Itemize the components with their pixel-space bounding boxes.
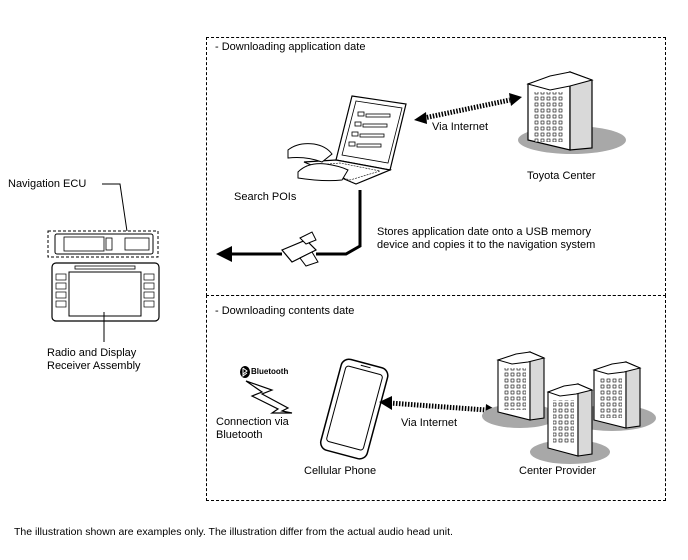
- bluetooth-logo-icon: [240, 366, 250, 378]
- laptop-illustration: [287, 95, 407, 185]
- radio-display-label-line1: Radio and Display: [47, 347, 137, 359]
- center-provider-label: Center Provider: [519, 465, 597, 477]
- cellular-phone-label: Cellular Phone: [304, 465, 377, 477]
- toyota-center-label: Toyota Center: [527, 170, 596, 182]
- contents-download-section: [206, 295, 666, 501]
- usb-transfer-arrow: [216, 190, 362, 262]
- search-pois-label: Search POIs: [234, 191, 297, 203]
- application-section-title: - Downloading application date: [215, 41, 366, 53]
- navigation-ecu-label: Navigation ECU: [8, 178, 87, 190]
- navigation-ecu-unit: [47, 230, 159, 258]
- radio-display-label-line2: Receiver Assembly: [47, 360, 141, 372]
- via-internet-top-link: [414, 93, 522, 124]
- via-internet-top-label: Via Internet: [432, 121, 489, 133]
- via-internet-bottom-label: Via Internet: [401, 417, 458, 429]
- connection-label-line2: Bluetooth: [216, 429, 263, 441]
- bluetooth-signal-bolt-icon: [245, 380, 293, 414]
- contents-section-title: - Downloading contents date: [215, 305, 355, 317]
- stores-description-line1: Stores application date onto a USB memor…: [377, 226, 592, 238]
- navigation-ecu-leader-line: [102, 183, 129, 239]
- footnote: The illustration shown are examples only…: [14, 526, 453, 538]
- bluetooth-logo-text: Bluetooth: [251, 367, 289, 376]
- center-provider-buildings: [482, 351, 656, 464]
- radio-display-receiver-unit: [51, 262, 160, 322]
- cellular-phone-illustration: [319, 358, 389, 460]
- via-internet-bottom-link: [379, 396, 498, 418]
- usb-memory-stick: [281, 231, 319, 267]
- stores-description-line2: device and copies it to the navigation s…: [377, 239, 596, 251]
- toyota-center-building: [518, 71, 626, 154]
- connection-label-line1: Connection via: [216, 416, 289, 428]
